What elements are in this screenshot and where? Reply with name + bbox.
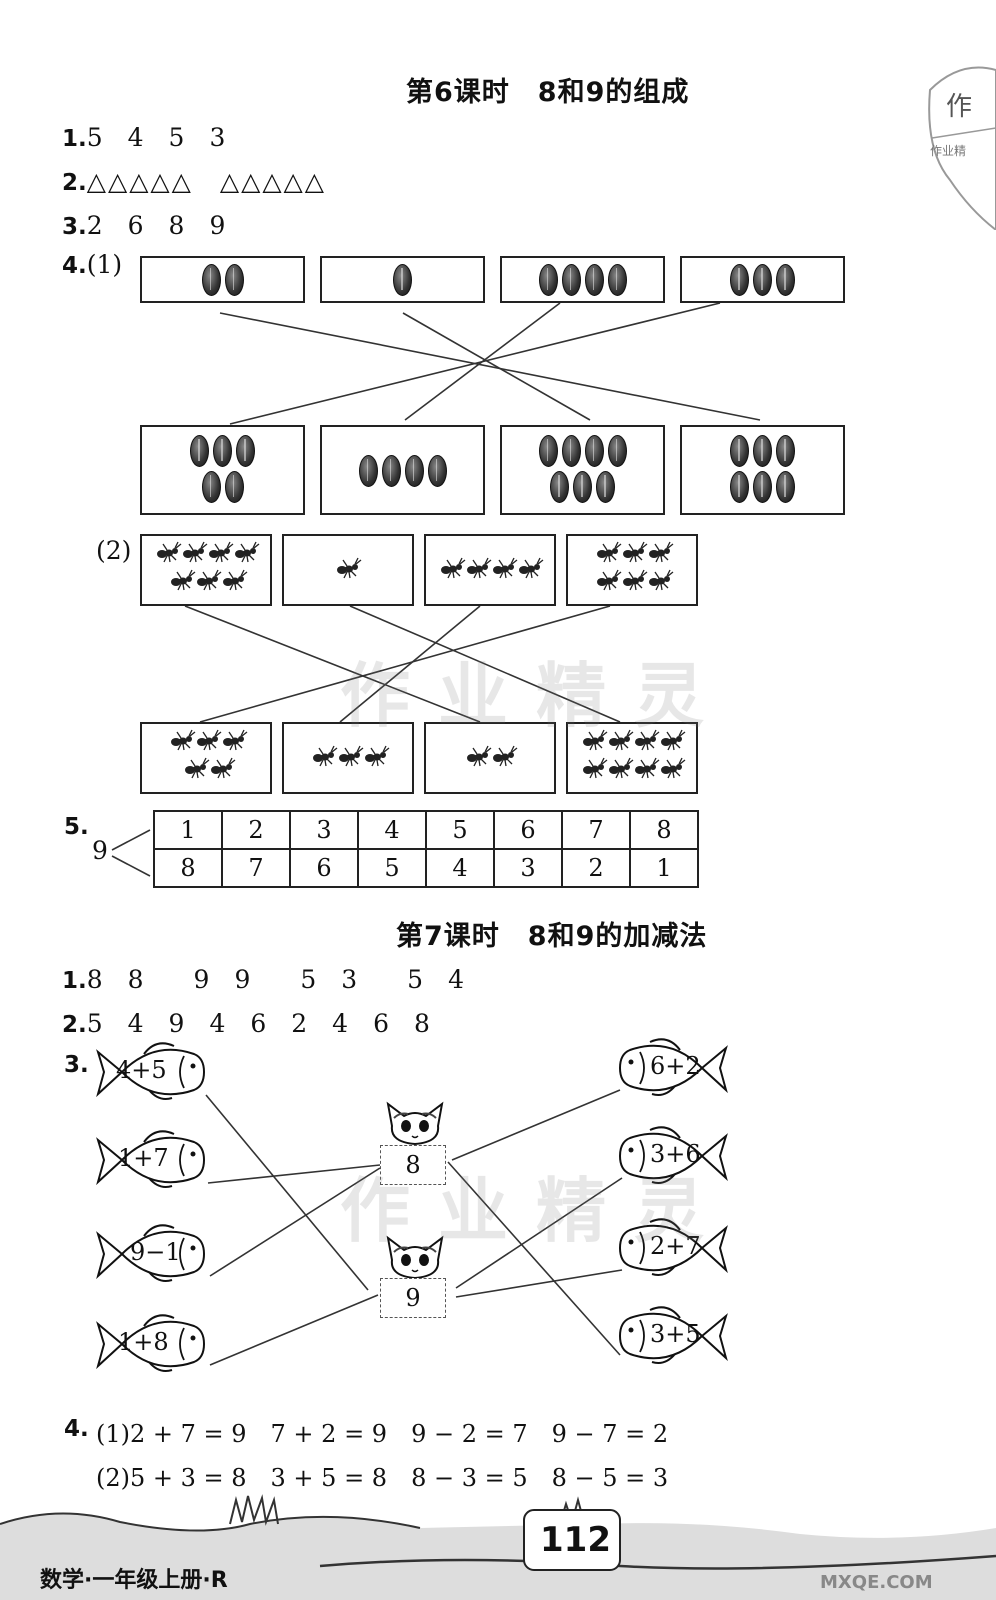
- seed-box-top-4: [680, 256, 845, 303]
- answer-box-9: 9: [380, 1278, 446, 1318]
- s7-q3-number: 3.: [64, 1052, 89, 1078]
- fish-left-2-label: 1+7: [118, 1144, 169, 1172]
- cat-icon: [386, 1235, 444, 1280]
- seed-box-bottom-3: [500, 425, 665, 515]
- stamp-decoration: [928, 66, 996, 230]
- s6-q3-answer: 2 6 8 9: [86, 211, 226, 240]
- composition-row-1-cell-3: 3: [289, 810, 359, 850]
- fish-left-2: 1+7: [94, 1126, 206, 1194]
- fish-left-4: 1+8: [94, 1310, 206, 1378]
- seed-box-bottom-1: [140, 425, 305, 515]
- composition-row-2-cell-4: 5: [357, 848, 427, 888]
- ant-box-bottom-4: [566, 722, 698, 794]
- section7-title: 第7课时 8和9的加减法: [396, 921, 708, 952]
- s6-q4: 4.(1): [62, 250, 122, 279]
- composition-row-1-cell-1: 1: [153, 810, 223, 850]
- s6-q2-answer: △△△△△ △△△△△: [86, 167, 327, 196]
- composition-row-1-cell-7: 7: [561, 810, 631, 850]
- s6-q1-answer: 5 4 5 3: [86, 123, 226, 152]
- s7-q4-line1: (1)2 + 7 = 9 7 + 2 = 9 9 − 2 = 7 9 − 7 =…: [96, 1420, 669, 1448]
- composition-row-2-cell-7: 2: [561, 848, 631, 888]
- fish-right-1-label: 6+2: [650, 1052, 701, 1080]
- s7-q1-number: 1.: [62, 968, 87, 994]
- s7-q4-line2: (2)5 + 3 = 8 3 + 5 = 8 8 − 3 = 5 8 − 5 =…: [96, 1464, 669, 1492]
- stamp-small-text: 作业精: [930, 144, 967, 158]
- corner-logo: MXQE.COM: [820, 1572, 933, 1593]
- fish-right-2-label: 3+6: [650, 1140, 701, 1168]
- ant-box-bottom-2: [282, 722, 414, 794]
- fish-right-2: 3+6: [618, 1122, 730, 1190]
- fish-left-3: 9−1: [94, 1220, 206, 1288]
- ant-group: [596, 541, 674, 591]
- ant-group: [440, 557, 544, 579]
- cat-icon: [386, 1101, 444, 1146]
- composition-row-2-cell-1: 8: [153, 848, 223, 888]
- ant-box-top-2: [282, 534, 414, 606]
- ant-box-bottom-1: [140, 722, 272, 794]
- fish-right-4: 3+5: [618, 1302, 730, 1370]
- composition-row-1-cell-8: 8: [629, 810, 699, 850]
- s7-q4-number: 4.: [64, 1416, 89, 1442]
- s6-q2: 2.△△△△△ △△△△△: [62, 162, 326, 198]
- composition-row-1-cell-2: 2: [221, 810, 291, 850]
- s6-q4-number: 4.: [62, 253, 87, 279]
- ant-group: [156, 541, 260, 591]
- seed-box-bottom-4: [680, 425, 845, 515]
- fish-left-3-label: 9−1: [130, 1238, 181, 1266]
- ant-group: [170, 729, 248, 779]
- composition-row-2-cell-5: 4: [425, 848, 495, 888]
- fish-right-1: 6+2: [618, 1034, 730, 1102]
- seed-box-top-1: [140, 256, 305, 303]
- fish-right-3-label: 2+7: [650, 1232, 701, 1260]
- s6-q2-number: 2.: [62, 170, 87, 196]
- s6-q5-total: 9: [92, 836, 108, 865]
- watermark: 作业精灵: [340, 1170, 732, 1252]
- s6-q1: 1.5 4 5 3: [62, 118, 225, 154]
- fish-right-4-label: 3+5: [650, 1320, 701, 1348]
- s6-q1-number: 1.: [62, 126, 87, 152]
- ant-box-bottom-3: [424, 722, 556, 794]
- ant-group: [336, 557, 362, 579]
- s6-q5-number: 5.: [64, 814, 89, 840]
- fish-right-3: 2+7: [618, 1214, 730, 1282]
- fish-left-1: 4+5: [94, 1038, 206, 1106]
- s7-q2-number: 2.: [62, 1012, 87, 1038]
- s7-q2-answer: 5 4 9 4 6 2 4 6 8: [86, 1009, 430, 1038]
- s6-q4-sub1: (1): [86, 250, 123, 279]
- s6-q3: 3.2 6 8 9: [62, 206, 225, 242]
- fish-left-4-label: 1+8: [118, 1328, 169, 1356]
- composition-row-1-cell-4: 4: [357, 810, 427, 850]
- s7-q2: 2.5 4 9 4 6 2 4 6 8: [62, 1004, 430, 1040]
- seed-box-top-3: [500, 256, 665, 303]
- composition-row-1-cell-6: 6: [493, 810, 563, 850]
- watermark: 作业精灵: [340, 655, 732, 737]
- composition-row-2-cell-8: 1: [629, 848, 699, 888]
- fish-left-1-label: 4+5: [116, 1056, 167, 1084]
- composition-row-2-cell-2: 7: [221, 848, 291, 888]
- s7-q1: 1.8 8 9 9 5 3 5 4: [62, 960, 464, 996]
- ant-box-top-3: [424, 534, 556, 606]
- footer-book-title: 数学·一年级上册·R: [40, 1568, 228, 1593]
- composition-row-2-cell-3: 6: [289, 848, 359, 888]
- seed-box-top-2: [320, 256, 485, 303]
- answer-box-8: 8: [380, 1145, 446, 1185]
- ant-box-top-1: [140, 534, 272, 606]
- section6-title: 第6课时 8和9的组成: [406, 77, 690, 108]
- s6-q3-number: 3.: [62, 214, 87, 240]
- s6-q4-sub2: (2): [96, 536, 132, 565]
- s7-q1-answer: 8 8 9 9 5 3 5 4: [86, 965, 464, 994]
- page-number: 112: [540, 1520, 611, 1560]
- seed-box-bottom-2: [320, 425, 485, 515]
- composition-row-2-cell-6: 3: [493, 848, 563, 888]
- footer-grass-decoration: [0, 1494, 996, 1600]
- ant-box-top-4: [566, 534, 698, 606]
- composition-row-1-cell-5: 5: [425, 810, 495, 850]
- stamp-char: 作: [946, 92, 973, 122]
